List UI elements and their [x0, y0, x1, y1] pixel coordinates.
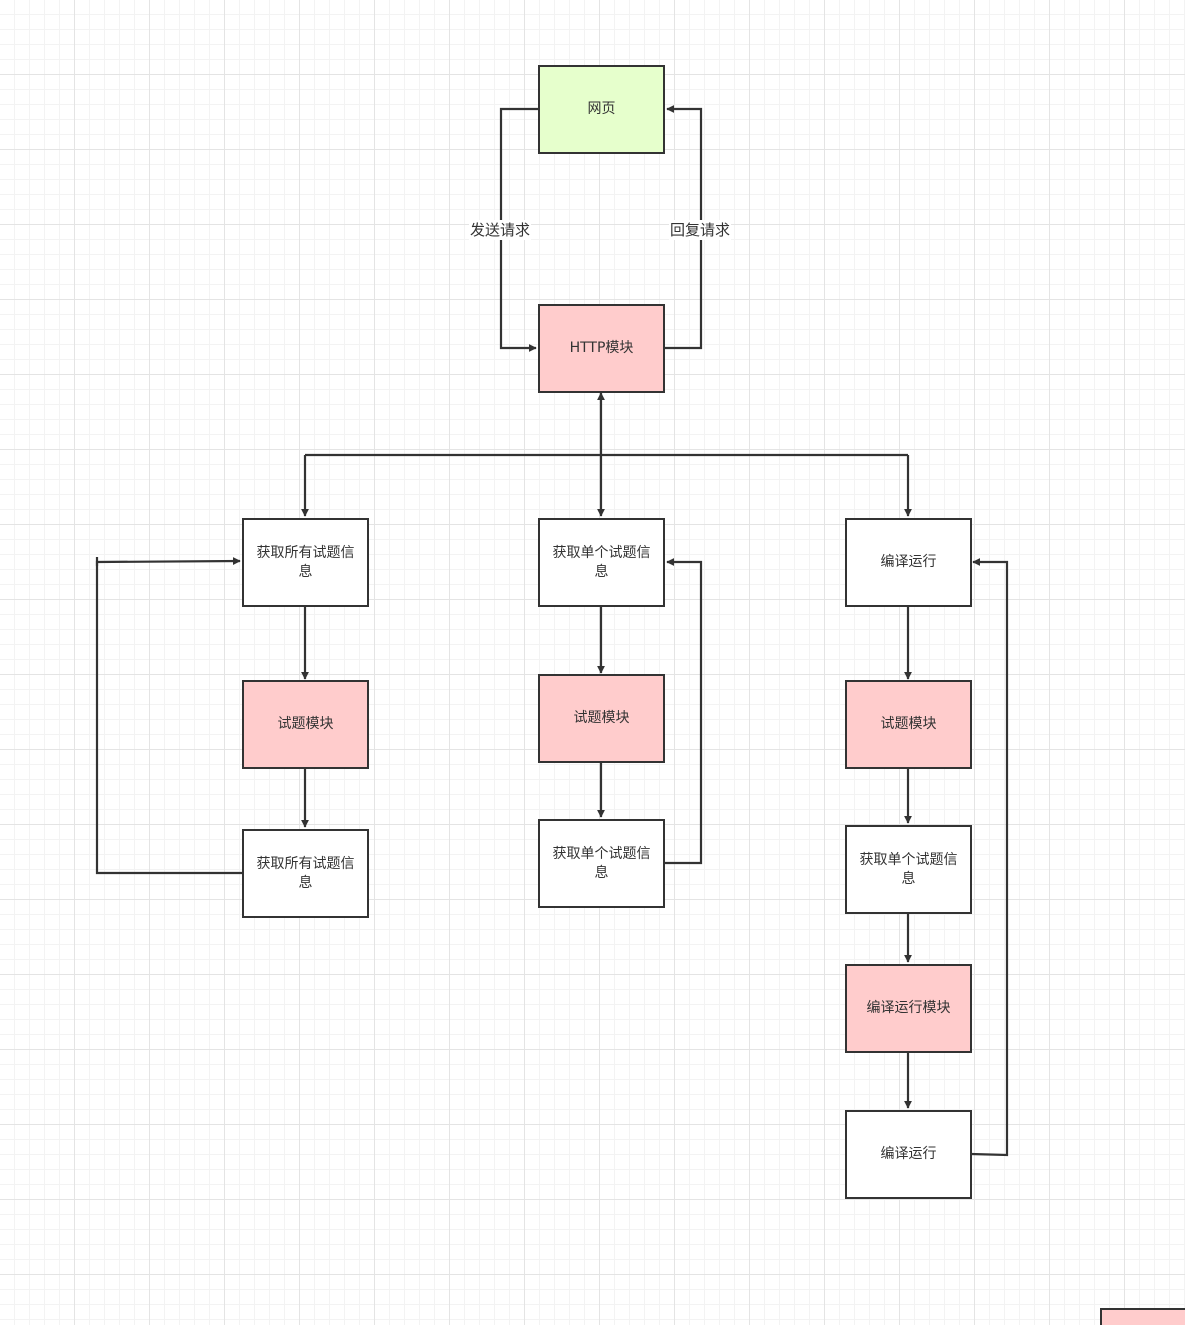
compile-run-result-node[interactable]: 编译运行 [845, 1110, 972, 1199]
compile-run-node[interactable]: 编译运行 [845, 518, 972, 607]
webpage-node[interactable]: 网页 [538, 65, 665, 154]
question-module-node-middle[interactable]: 试题模块 [538, 674, 665, 763]
edge-right-loop [970, 558, 1009, 1157]
compile-run-module-node[interactable]: 编译运行模块 [845, 964, 972, 1053]
http-module-node[interactable]: HTTP模块 [538, 304, 665, 393]
get-all-questions-result-node[interactable]: 获取所有试题信息 [242, 829, 369, 918]
question-module-node-left[interactable]: 试题模块 [242, 680, 369, 769]
reply-request-label: 回复请求 [669, 220, 732, 240]
get-single-question-node-right[interactable]: 获取单个试题信息 [845, 825, 972, 914]
edge-middle-loop [665, 558, 703, 865]
get-single-question-node[interactable]: 获取单个试题信息 [538, 518, 665, 607]
get-single-question-result-node[interactable]: 获取单个试题信息 [538, 819, 665, 908]
question-module-node-right[interactable]: 试题模块 [845, 680, 972, 769]
edge-left-loop [95, 557, 242, 875]
get-all-questions-node[interactable]: 获取所有试题信息 [242, 518, 369, 607]
partial-offscreen-node [1100, 1308, 1185, 1325]
send-request-label: 发送请求 [469, 220, 532, 240]
